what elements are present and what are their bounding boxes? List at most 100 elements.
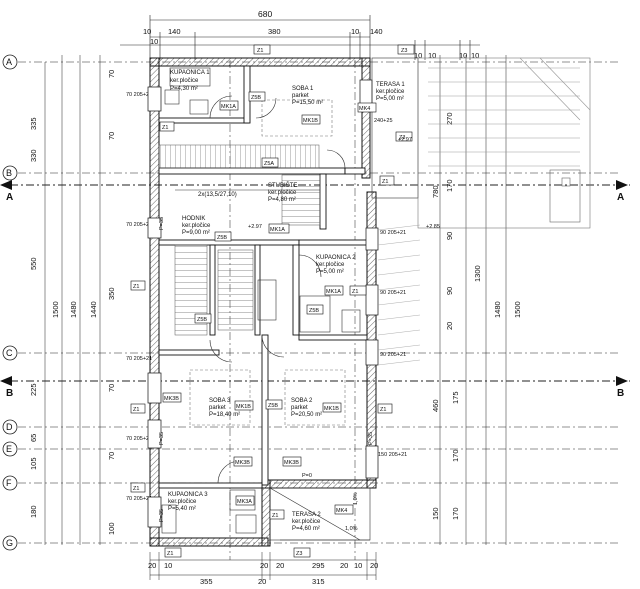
terasa2-name: TERASA 2 xyxy=(292,512,321,518)
tag-z5b-hall: Z5B xyxy=(217,235,227,241)
tag-z5a: Z5A xyxy=(264,161,274,167)
right-dim-90b: 90 xyxy=(445,287,454,295)
left-dim-1500: 1500 xyxy=(51,301,60,318)
tag-mk1b-soba3: MK1B xyxy=(236,404,251,410)
left-inner-70b: 70 xyxy=(107,132,116,140)
bottom-dim-355: 355 xyxy=(200,577,213,586)
tag-mk4-terasa2: MK4 xyxy=(336,508,347,514)
tag-mk1b-soba2: MK1B xyxy=(324,406,339,412)
terasa1-name: TERASA 1 xyxy=(376,82,405,88)
hodnik-name: HODNIK xyxy=(182,216,205,222)
soba1-name: SOBA 1 xyxy=(292,86,314,92)
kup3-name: KUPAONICA 3 xyxy=(168,492,208,498)
roof-right-hatch xyxy=(377,224,421,366)
left-inner-70a: 70 xyxy=(107,70,116,78)
left-dim-105: 105 xyxy=(29,457,38,470)
axis-g-label: G xyxy=(6,538,13,548)
bottom-dimensions xyxy=(149,552,377,580)
tag-mk1a-hall: MK1A xyxy=(270,227,285,233)
bottom-dim-20a: 20 xyxy=(148,561,156,570)
kup1-floor: ker.pločice xyxy=(170,78,199,84)
soba1-floor: parket xyxy=(292,93,309,99)
tag-z1-terasa2: Z1 xyxy=(272,513,278,519)
tag-mk3b-b: MK3B xyxy=(284,460,299,466)
kup3-area: P=5,40 m² xyxy=(168,506,196,512)
bottom-dim-20b: 20 xyxy=(260,561,268,570)
window-dim-terasa: 240+25 xyxy=(374,118,393,124)
left-dim-1440: 1440 xyxy=(89,301,98,318)
window-p35-b: P=35 xyxy=(159,432,165,445)
top-dim-6: 10 xyxy=(150,37,158,46)
kup2-area: P=5,00 m² xyxy=(316,269,344,275)
slope-terasa2: 1,0% xyxy=(345,526,358,532)
kup1-area: P=4,30 m² xyxy=(170,86,198,92)
tag-mk3b-soba3: MK3B xyxy=(164,396,179,402)
left-inner-70c: 70 xyxy=(107,384,116,392)
left-dim-550: 550 xyxy=(29,257,38,270)
level-p0: P=0 xyxy=(302,473,312,479)
soba1-area: P=15,50 m² xyxy=(292,100,323,106)
top-dim-9: 10 xyxy=(459,51,467,60)
right-dim-780: 780 xyxy=(431,185,440,198)
axis-d-label: D xyxy=(6,422,13,432)
tag-texts: Z1 Z3 Z1 MK1A Z5B MK1B Z3 MK4 Z5A Z1 Z5B… xyxy=(133,48,407,557)
top-overall-dim: 680 xyxy=(258,9,272,19)
right-dim-460: 460 xyxy=(431,399,440,412)
right-dim-150: 150 xyxy=(431,507,440,520)
left-dim-1480: 1480 xyxy=(69,301,78,318)
tag-z5b-left: Z5B xyxy=(197,317,207,323)
bottom-dim-20d: 20 xyxy=(258,577,266,586)
stair-spec: 2x(13,5/27,10) xyxy=(198,192,237,198)
right-dim-1480: 1480 xyxy=(493,301,502,318)
level-hall: +2.97 xyxy=(248,224,262,230)
left-opening-5: 70 205+21 xyxy=(126,496,152,502)
hodnik-floor: ker.pločice xyxy=(182,223,211,229)
top-dim-1: 10 xyxy=(143,27,151,36)
right-dim-170: 170 xyxy=(445,179,454,192)
left-opening-2: 70 205+21 xyxy=(126,222,152,228)
tag-z5b-soba: Z5B xyxy=(268,403,278,409)
right-dim-90a: 90 xyxy=(445,232,454,240)
top-dim-7: 10 xyxy=(414,51,422,60)
bottom-dim-295: 295 xyxy=(312,561,325,570)
left-dim-225: 225 xyxy=(29,383,38,396)
window-p35-c: P=35 xyxy=(159,509,165,522)
bottom-dim-20c: 20 xyxy=(370,561,378,570)
stair-flight-upper xyxy=(158,144,320,169)
right-dim-270: 270 xyxy=(445,112,454,125)
tag-z5b-kup2: Z5B xyxy=(309,308,319,314)
right-dim-170c: 170 xyxy=(451,507,460,520)
tag-mk1a-kup1: MK1A xyxy=(221,104,236,110)
door-swings xyxy=(209,95,346,484)
soba3-floor: parket xyxy=(209,405,226,411)
top-dim-4: 10 xyxy=(351,27,359,36)
right-dim-20: 20 xyxy=(445,322,454,330)
left-dim-65: 65 xyxy=(29,434,38,442)
terasa1-area xyxy=(371,57,591,229)
left-opening-4: 70 205+21 xyxy=(126,436,152,442)
top-dim-5: 140 xyxy=(370,27,383,36)
tag-z1-kup2: Z1 xyxy=(352,289,358,295)
soba3-area: P=18,40 m² xyxy=(209,412,240,418)
stubiste-name: STUBIŠTE xyxy=(268,182,297,189)
grid-lines xyxy=(10,60,630,560)
terasa2-area: P=4,60 m² xyxy=(292,526,320,532)
right-dim-1300: 1300 xyxy=(473,265,482,282)
kup3-floor: ker.pločice xyxy=(168,499,197,505)
room-labels: KUPAONICA 1 ker.pločice P=4,30 m² SOBA 1… xyxy=(168,70,405,532)
slope-terasa2-v: 1,0% xyxy=(353,492,359,505)
tag-z1-bottom: Z1 xyxy=(167,551,173,557)
bottom-dim-20e: 20 xyxy=(276,561,284,570)
axis-b-label: B xyxy=(6,168,12,178)
terasa1-area: P=5,00 m² xyxy=(376,96,404,102)
hodnik-area: P=9,00 m² xyxy=(182,230,210,236)
stair-flight-mid xyxy=(217,249,254,331)
tag-boxes xyxy=(130,44,415,558)
tag-z3-bottom: Z3 xyxy=(296,551,302,557)
kup1-name: KUPAONICA 1 xyxy=(170,70,210,76)
left-opening-3: 70 205+21 xyxy=(126,356,152,362)
tag-mk4-terasa: MK4 xyxy=(359,106,370,112)
right-opening-3: 90 205+21 xyxy=(380,352,406,358)
soba2-area: P=20,50 m² xyxy=(291,412,322,418)
kup2-floor: ker.pločice xyxy=(316,262,345,268)
